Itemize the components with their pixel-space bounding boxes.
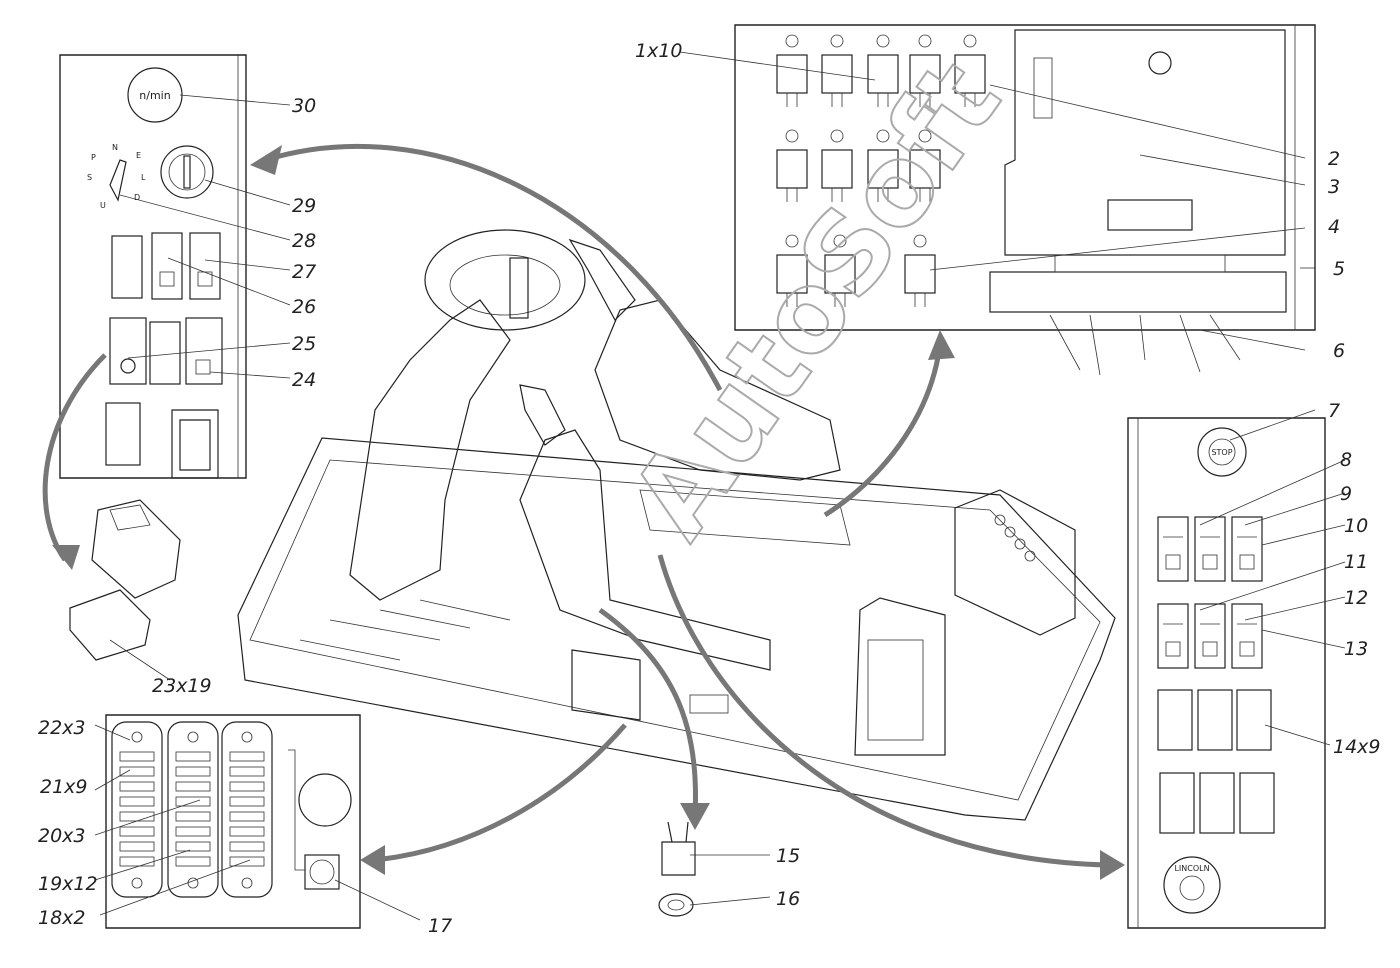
connector-housing	[171, 409, 219, 479]
callout-6: 6	[1333, 340, 1345, 362]
relay-group	[776, 34, 986, 307]
blank-switch-slot	[1157, 689, 1193, 751]
callout-10: 10	[1344, 515, 1368, 537]
cab-floor-assembly	[237, 229, 1116, 821]
callout-12: 12	[1344, 587, 1368, 609]
fuse-panel	[105, 714, 361, 929]
rocker-switch	[1157, 516, 1189, 582]
relay	[904, 234, 936, 307]
callout-14x9: 14x9	[1333, 736, 1381, 758]
fuse-block	[167, 721, 219, 898]
blank-switch-slot	[1199, 772, 1235, 834]
callout-7: 7	[1328, 400, 1340, 422]
right-box-holes	[994, 514, 1036, 562]
rocker-switch	[1194, 603, 1226, 669]
gear-e-label: E	[136, 151, 141, 160]
rocker-switch	[1231, 516, 1263, 582]
relay	[776, 129, 808, 202]
callout-24: 24	[292, 369, 316, 391]
rocker-switch	[1194, 516, 1226, 582]
relay	[867, 129, 899, 202]
leader-lines	[94, 51, 1346, 921]
blank-switch-slot	[1236, 689, 1272, 751]
gear-selector-switch: N P E S L U D	[87, 143, 146, 210]
lincoln-button-label: LINCOLN	[1174, 864, 1209, 873]
rocker-switch	[1157, 603, 1189, 669]
callout-8: 8	[1340, 449, 1352, 471]
relay	[954, 34, 986, 107]
callout-3: 3	[1328, 176, 1340, 198]
callout-25: 25	[292, 333, 316, 355]
nut-16	[658, 893, 694, 917]
callout-17: 17	[428, 915, 452, 937]
callout-27: 27	[292, 261, 316, 283]
relay	[776, 234, 808, 307]
relay	[824, 234, 856, 307]
callout-22x3: 22x3	[38, 717, 86, 739]
rocker-switch-exploded-view	[69, 499, 181, 661]
callout-19x12: 19x12	[38, 873, 98, 895]
left-instrument-panel: n/min N P E S L U D	[59, 54, 247, 479]
relay	[821, 129, 853, 202]
controller-connector-strip	[989, 254, 1287, 376]
callout-11: 11	[1344, 551, 1368, 573]
fuse-block	[111, 721, 163, 898]
connector-plug-15	[661, 821, 696, 876]
callout-18x2: 18x2	[38, 907, 86, 929]
rocker-switch-24	[185, 317, 223, 385]
right-blank-slots	[1157, 689, 1275, 834]
right-switch-panel: STOP LINCOLN	[1127, 417, 1326, 929]
tachometer-label: n/min	[139, 89, 170, 102]
callout-13: 13	[1344, 638, 1368, 660]
gear-l-label: L	[141, 173, 146, 182]
fuse-blocks	[111, 721, 273, 898]
callout-28: 28	[292, 230, 316, 252]
callout-2: 2	[1328, 148, 1340, 170]
callout-20x3: 20x3	[38, 825, 86, 847]
electronic-control-unit	[1004, 29, 1286, 256]
callout-21x9: 21x9	[40, 776, 88, 798]
relay	[909, 129, 941, 202]
blank-switch-slot	[1159, 772, 1195, 834]
blank-switch-slot	[1239, 772, 1275, 834]
rocker-switch-25	[109, 317, 147, 385]
callout-labels: 30 29 28 27 26 25 24 23x19 22x3 21x9 20x…	[38, 40, 1381, 937]
callout-23x19: 23x19	[152, 675, 212, 697]
callout-29: 29	[292, 195, 316, 217]
callout-9: 9	[1340, 483, 1352, 505]
gear-p-label: P	[91, 153, 96, 162]
rocker-switch-26	[151, 232, 183, 300]
callout-15: 15	[776, 845, 800, 867]
relay	[867, 34, 899, 107]
relay	[776, 34, 808, 107]
relay	[909, 34, 941, 107]
gear-n-label: N	[112, 143, 118, 152]
relay-board	[734, 24, 1316, 376]
gear-d-label: D	[134, 193, 140, 202]
callout-4: 4	[1328, 216, 1340, 238]
ignition-key-switch	[160, 145, 214, 199]
blank-switch-slot	[1197, 689, 1233, 751]
connection-arrows	[42, 143, 1125, 880]
callout-16: 16	[776, 888, 800, 910]
relay	[821, 34, 853, 107]
blank-switch-slot	[111, 235, 143, 299]
stop-button: STOP	[1197, 427, 1247, 477]
callout-5: 5	[1333, 258, 1345, 280]
fuse-block	[221, 721, 273, 898]
lincoln-lubrication-button: LINCOLN	[1163, 856, 1221, 914]
right-rocker-switches	[1157, 516, 1263, 669]
gear-s-label: S	[87, 173, 92, 182]
callout-1x10: 1x10	[635, 40, 683, 62]
gear-u-label: U	[100, 201, 106, 210]
rocker-switch	[1231, 603, 1263, 669]
main-connector	[288, 749, 352, 890]
blank-switch-slot-3	[105, 402, 141, 466]
stop-button-label: STOP	[1211, 448, 1232, 457]
callout-26: 26	[292, 296, 316, 318]
callout-30: 30	[292, 95, 316, 117]
